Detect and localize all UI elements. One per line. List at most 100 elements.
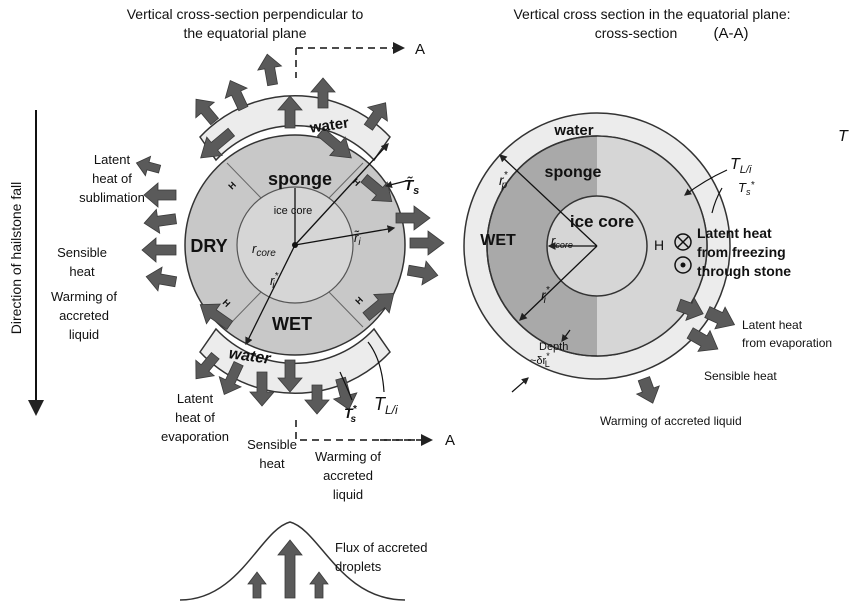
heat-arrow-bottom-3: [304, 384, 330, 415]
out-of-page-icon: [674, 256, 692, 274]
heat-arrow-top-3: [310, 77, 336, 109]
out-of-page-dot: [680, 262, 686, 268]
water-top-label: water: [308, 114, 350, 136]
right-title-line2: cross-section: [595, 25, 677, 41]
svg-text:Latent: Latent: [94, 152, 131, 167]
svg-text:liquid: liquid: [333, 487, 363, 502]
label-latent-sublimation: Latent heat of sublimation: [79, 152, 145, 205]
right-label-latent-evaporation: Latent heat from evaporation: [742, 318, 832, 350]
h-mark: H: [351, 176, 363, 188]
zone-divider: [226, 162, 263, 200]
right-heat-arrow-1: [676, 296, 704, 321]
heat-arrow-bottom-1: [277, 359, 303, 393]
svg-text:from freezing: from freezing: [697, 244, 786, 260]
water-bottom-label: water: [228, 345, 273, 368]
svg-text:sublimation: sublimation: [79, 190, 145, 205]
heat-arrow-right-3: [406, 260, 439, 286]
svg-text:Sensible: Sensible: [57, 245, 107, 260]
ts-star-pointer: [339, 371, 353, 401]
right-sponge-half: [597, 136, 707, 356]
flux-label-line1: Flux of accreted: [335, 540, 428, 555]
out-of-page-circle: [674, 256, 692, 274]
svg-text:through stone: through stone: [697, 263, 791, 279]
h-mark: H: [226, 180, 238, 192]
label-warming-liquid-left: Warming of accreted liquid: [51, 289, 117, 342]
right-r-core-label: rcore: [551, 233, 573, 250]
right-label-sensible-heat: Sensible heat: [704, 369, 777, 383]
center-point: [292, 242, 298, 248]
svg-text:Sensible: Sensible: [247, 437, 297, 452]
water-cap-top: [199, 95, 391, 162]
right-h-mark: H: [654, 237, 664, 253]
heat-arrow-left-5: [135, 155, 162, 177]
heat-arrow-bottom-5: [195, 351, 220, 380]
heat-flux-arrows: [135, 53, 445, 415]
h-mark: H: [353, 295, 365, 307]
label-sensible-heat-bottom: Sensible heat: [247, 437, 297, 471]
label-warming-liquid-bottom: Warming of accreted liquid: [315, 449, 381, 502]
label-sensible-heat-left: Sensible heat: [57, 245, 107, 279]
right-heat-arrow-2: [704, 306, 736, 330]
flux-distribution-curve: [179, 521, 406, 601]
tli-pointer: [367, 341, 385, 393]
right-tli-pointer: [684, 169, 728, 196]
right-tli-label: TL/i: [730, 156, 752, 176]
svg-text:heat: heat: [259, 456, 285, 471]
radius-outer-line: [294, 143, 389, 246]
label-latent-evaporation-left: Latent heat of evaporation: [161, 391, 229, 444]
right-title-line1: Vertical cross section in the equatorial…: [513, 6, 790, 22]
svg-text:heat: heat: [69, 264, 95, 279]
depth-pointer-top: [561, 329, 571, 342]
svg-text:accreted: accreted: [323, 468, 373, 483]
wet-label: WET: [272, 314, 312, 334]
radius-ri-star-line: [245, 244, 296, 346]
svg-text:Latent heat: Latent heat: [742, 318, 803, 332]
heat-arrow-left-4: [145, 266, 178, 292]
into-page-cross-b: [676, 235, 690, 249]
flux-label-line2: droplets: [335, 559, 382, 574]
right-r-p-label: r*p: [499, 170, 509, 191]
right-wet-label: WET: [480, 232, 516, 249]
heat-arrow-right-5: [362, 293, 395, 321]
heat-arrow-top-1: [277, 95, 303, 129]
heat-arrow-right-4: [360, 174, 393, 202]
heat-arrow-left-3: [141, 237, 177, 263]
left-ice-core-label: ice core: [274, 205, 313, 217]
ts-tilde-label: T̃s: [404, 176, 419, 197]
into-page-icon: [674, 233, 692, 251]
right-label-latent-freezing: Latent heat from freezing through stone: [697, 225, 791, 279]
corner-t-label: T: [838, 128, 849, 145]
flux-arrow-center: [277, 539, 303, 599]
section-marker-top: A: [415, 41, 425, 58]
svg-text:Latent heat: Latent heat: [697, 225, 772, 241]
heat-arrow-bottom-4: [218, 361, 244, 396]
heat-arrow-right-2: [409, 230, 445, 256]
heat-arrow-left-1: [143, 182, 177, 208]
tli-label: TL/i: [374, 394, 398, 417]
ts-star-label: T*s: [344, 404, 358, 425]
right-sponge-label: sponge: [545, 164, 602, 181]
r-i-star-label: r*i: [270, 271, 279, 291]
zone-divider: [327, 290, 364, 328]
svg-text:Warming of: Warming of: [315, 449, 381, 464]
right-heat-arrow-3: [686, 327, 719, 352]
zone-divider: [327, 162, 364, 200]
h-mark: H: [221, 297, 233, 309]
svg-text:heat of: heat of: [175, 410, 215, 425]
into-page-circle: [674, 233, 692, 251]
flux-arrows: [247, 539, 329, 599]
ts-tilde-pointer: [384, 180, 407, 189]
heat-arrow-diag-2: [200, 127, 236, 159]
radius-ri-line: [294, 225, 396, 246]
heat-arrow-top-2: [257, 53, 283, 87]
right-title-section: (A-A): [714, 25, 749, 42]
flux-arrow-left: [247, 571, 267, 599]
depth-label-line1: Depth: [539, 341, 568, 353]
svg-text:evaporation: evaporation: [161, 429, 229, 444]
right-r-p-line: [499, 154, 598, 247]
heat-arrow-right-1: [395, 205, 431, 231]
right-sponge-outline: [486, 135, 708, 357]
heat-arrow-top-5: [195, 98, 220, 126]
svg-text:Latent: Latent: [177, 391, 214, 406]
